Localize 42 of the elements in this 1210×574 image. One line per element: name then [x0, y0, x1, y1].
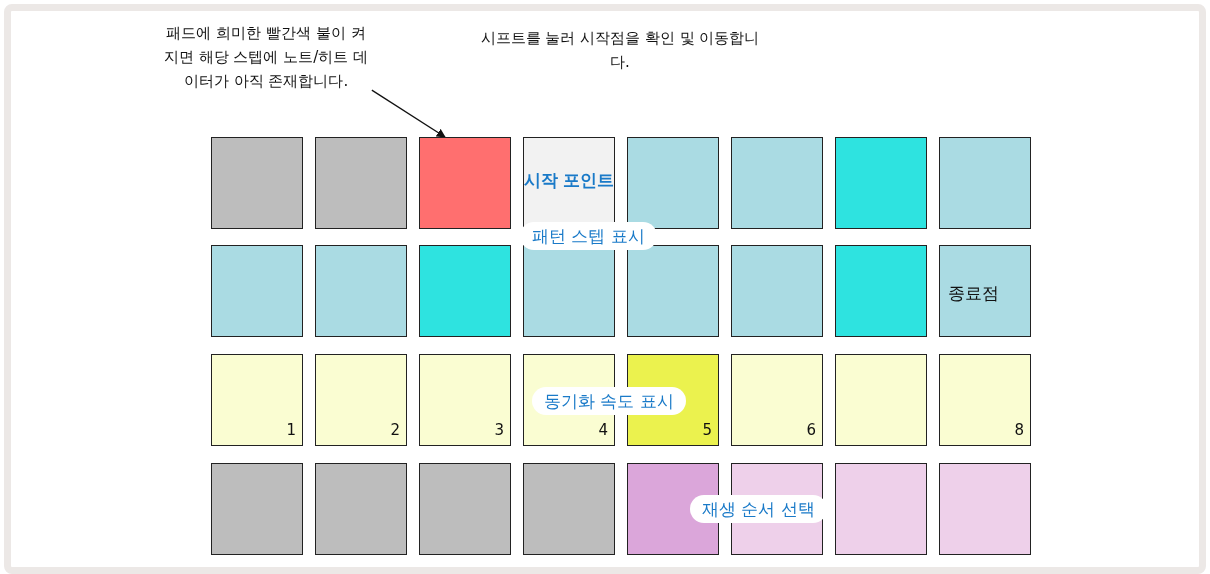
- pad: [835, 354, 927, 446]
- pad-label: 종료점: [948, 282, 999, 305]
- pad: [211, 245, 303, 337]
- step-number: 2: [390, 421, 400, 439]
- pad: [523, 137, 615, 229]
- pad: [315, 245, 407, 337]
- step-number: 5: [702, 421, 712, 439]
- pad: [939, 354, 1031, 446]
- pad: [523, 463, 615, 555]
- pad: [419, 245, 511, 337]
- pad: [939, 245, 1031, 337]
- pad: [939, 463, 1031, 555]
- step-number: 8: [1014, 421, 1024, 439]
- step-number: 4: [598, 421, 608, 439]
- sync-rate-tooltip: 동기화 속도 표시: [532, 387, 686, 415]
- step-number: 6: [806, 421, 816, 439]
- step-number: 3: [494, 421, 504, 439]
- pad: [315, 354, 407, 446]
- instruction-text: 시프트를 눌러 시작점을 확인 및 이동합니다.: [480, 28, 760, 73]
- pad: [731, 245, 823, 337]
- pad: [731, 354, 823, 446]
- pad: [211, 463, 303, 555]
- step-number: 1: [286, 421, 296, 439]
- pad: [835, 463, 927, 555]
- pad: [315, 137, 407, 229]
- pad: [419, 354, 511, 446]
- pad: [419, 463, 511, 555]
- pad: [627, 137, 719, 229]
- pad: [211, 137, 303, 229]
- pad: [627, 245, 719, 337]
- pad: [939, 137, 1031, 229]
- start-point-label: 시작 포인트: [522, 169, 616, 192]
- pad: [523, 245, 615, 337]
- pattern-step-tooltip: 패턴 스텝 표시: [520, 222, 657, 250]
- pad: [835, 245, 927, 337]
- pad: [835, 137, 927, 229]
- annotation-text: 패드에 희미한 빨간색 불이 켜지면 해당 스텝에 노트/히트 데이터가 아직 존재합니다.: [160, 21, 372, 93]
- pad: [731, 137, 823, 229]
- arrow: [371, 89, 446, 138]
- pad: [419, 137, 511, 229]
- pad: [211, 354, 303, 446]
- pad: [315, 463, 407, 555]
